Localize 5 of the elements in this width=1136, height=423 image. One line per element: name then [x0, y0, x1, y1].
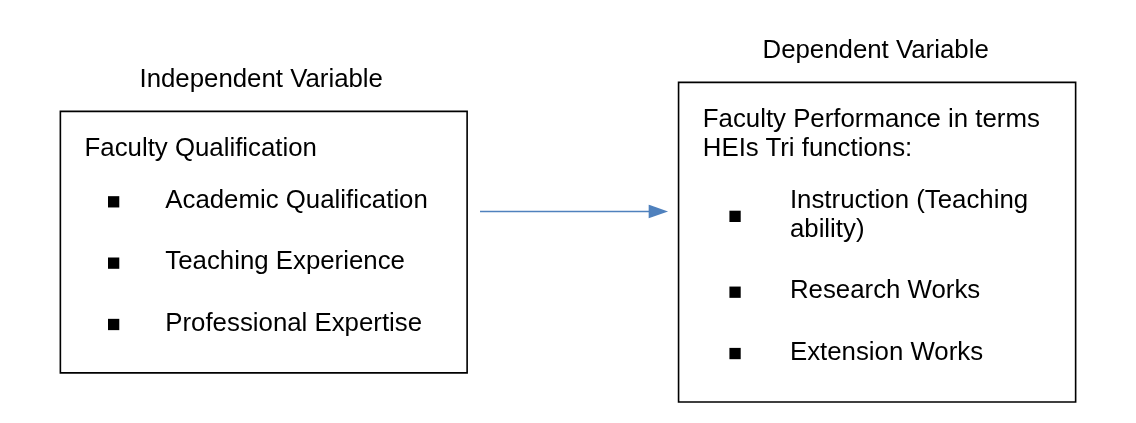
node-box: Faculty Performance in terms HEIs Tri functions: Instruction (Teaching ability) Research Works Extension Works — [677, 81, 1077, 403]
node-label: Dependent Variable — [762, 34, 989, 63]
node-box: Faculty Qualification Academic Qualification Teaching Experience Professional Expertise — [59, 110, 468, 374]
arrow — [479, 204, 669, 219]
node-label: Independent Variable — [139, 63, 383, 92]
